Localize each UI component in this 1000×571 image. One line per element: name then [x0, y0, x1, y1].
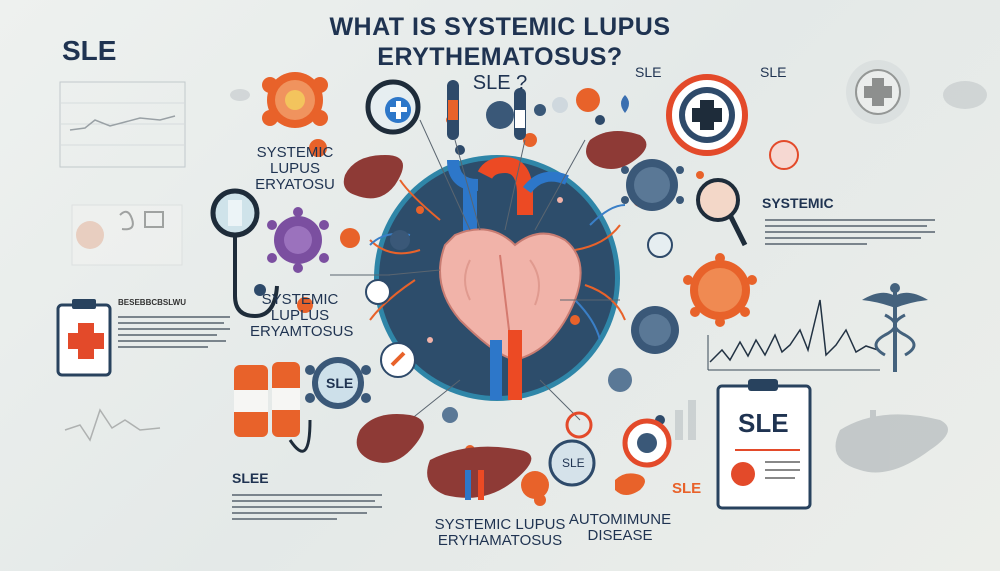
faint-columns: [675, 400, 696, 440]
page-subtitle: SLE ?: [472, 72, 528, 94]
sle-clipboard: [716, 379, 812, 510]
right-heading-systemic: SYSTEMIC: [762, 195, 834, 211]
right-line-chart: [707, 299, 880, 371]
clipboard-sle-label: SLE: [738, 408, 789, 438]
faint-chart-icon: [59, 81, 186, 168]
sle-tag-2: SLE: [760, 64, 787, 80]
label-autoimmune-disease: AUTOMIMUNE DISEASE: [568, 511, 672, 544]
page-title: WHAT IS SYSTEMIC LUPUS ERYTHEMATOSUS?: [329, 13, 671, 71]
caduceus-icon: [862, 283, 928, 372]
label-systemic-lupus-mid: SYSTEMIC LUPLUS ERYAMTOSUS: [250, 291, 354, 340]
sle-tag-1: SLE: [635, 64, 662, 80]
small-badges: [365, 88, 799, 468]
bottom-left-paragraph-lines: [232, 490, 382, 524]
faint-blob: [230, 81, 987, 109]
blue-virus-2-icon: [631, 306, 679, 354]
left-paragraph-lines: [118, 312, 230, 352]
target-cross-icon: [666, 74, 748, 156]
clipboard-cross-icon: [56, 299, 112, 377]
faint-liver-icon: [835, 410, 948, 473]
liver-icons: [343, 131, 647, 500]
faint-cross-circle-icon: [846, 60, 910, 124]
faint-line-chart: [64, 408, 161, 442]
small-virus-icon: [390, 101, 632, 499]
purple-virus-icon: [267, 207, 329, 273]
badge-sle-label: SLE: [562, 456, 585, 470]
sle-tag-orange: SLE: [672, 480, 702, 497]
magnifier-plus-icon: [365, 79, 421, 135]
blue-virus-icon: [621, 159, 684, 211]
cell-organoid-icon: [262, 72, 328, 128]
corner-sle-label: SLE: [62, 35, 117, 66]
label-systemic-lupus-bottom: SYSTEMIC LUPUS ERYHAMATOSUS: [434, 516, 566, 549]
faint-document-icon: [71, 204, 183, 266]
sle-virus-icon: [305, 357, 371, 409]
left-doc-heading: BESEBBCBSLWU: [118, 298, 187, 307]
sle-badge-circle: [548, 439, 596, 487]
orange-virus-icon: [683, 253, 757, 327]
label-systemic-lupus-top: SYSTEMIC LUPUS ERYATOSU: [255, 144, 335, 193]
heart-illustration: [369, 156, 626, 400]
left-bottom-heading: SLEE: [232, 470, 269, 486]
bandage-bottles-icon: [234, 362, 312, 453]
magnifier-right-icon: [696, 178, 748, 247]
small-liver-icon: [615, 473, 645, 495]
right-paragraph-lines: [765, 215, 935, 249]
virus-icons: [267, 101, 757, 499]
virus-sle-label: SLE: [326, 375, 354, 391]
syringe-icons: [447, 80, 526, 140]
magnifier-icon: [210, 188, 279, 319]
